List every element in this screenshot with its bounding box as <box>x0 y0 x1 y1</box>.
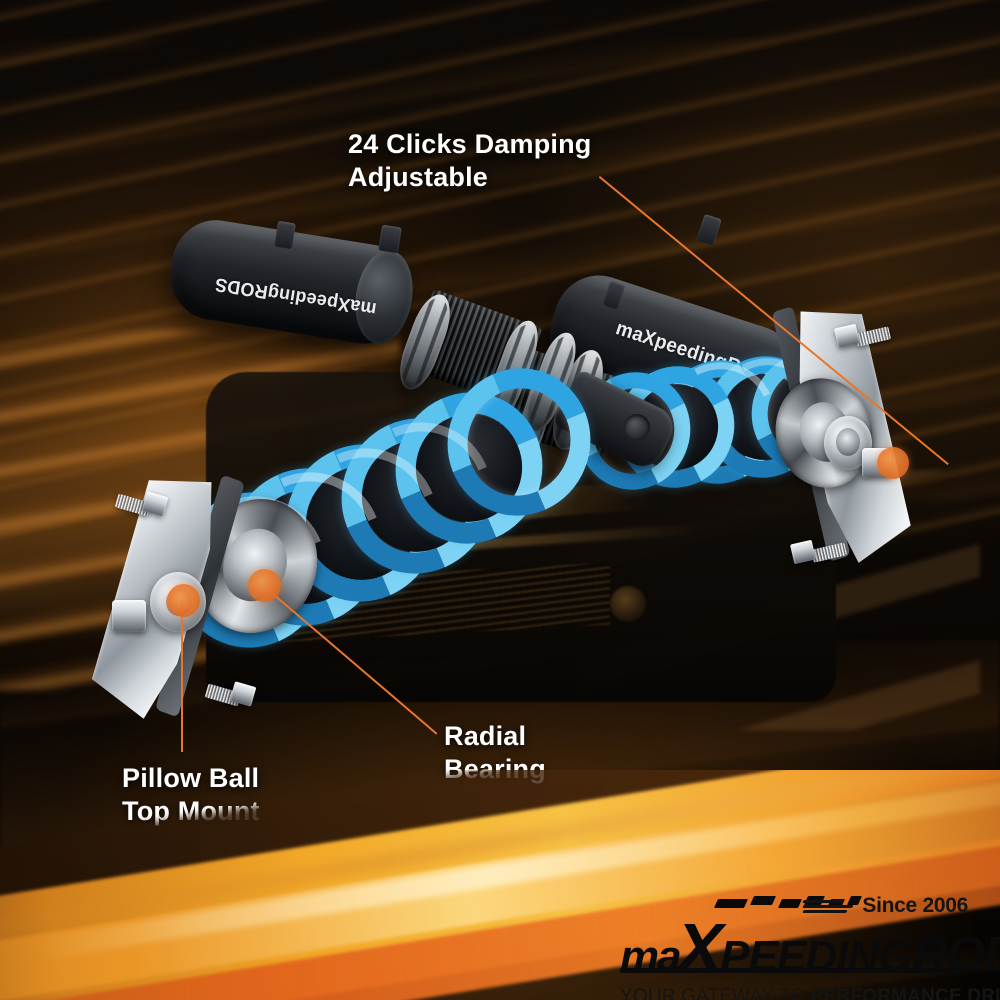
since-text: Since 2006 <box>862 894 968 917</box>
brand-logo[interactable]: Since 2006 ma X PEEDING RODS YOUR GATEWA… <box>620 894 1000 1000</box>
since-badge: Since 2006 <box>802 894 968 918</box>
lower-mount-hole-right <box>624 414 650 440</box>
callout-label-damping: 24 Clicks Damping Adjustable <box>348 129 592 192</box>
brand-tagline: YOUR GATEWAY TO PERFORMANCE DRIVING <box>620 986 1000 1000</box>
speed-lines-icon <box>802 898 857 914</box>
callout-dot-pillow-ball <box>167 584 200 617</box>
callout-dot-damping <box>877 447 909 479</box>
leader-line-pillow-ball <box>181 600 183 752</box>
tagline-bold: PERFORMANCE DRIVING <box>810 986 1000 1000</box>
car-fog-lamp <box>610 586 646 622</box>
brand-underline <box>620 968 960 973</box>
shock-tab-left-b <box>378 224 402 254</box>
mount-center-nut-left <box>112 600 146 632</box>
tagline-regular: YOUR GATEWAY TO <box>620 986 811 1000</box>
callout-dot-radial-bearing <box>248 569 281 602</box>
pillow-ball-core-right <box>836 428 860 456</box>
